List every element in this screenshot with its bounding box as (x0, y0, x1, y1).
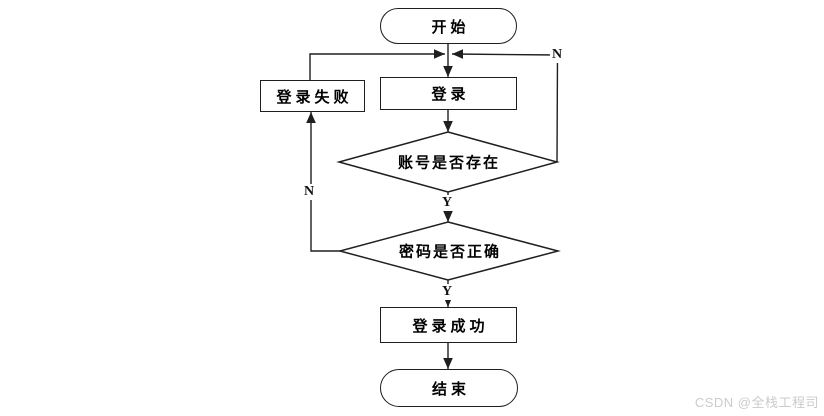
branch-label-account-yes: Y (439, 195, 455, 211)
edge-fail-rejoin (309, 49, 445, 80)
branch-label-password-no: N (301, 184, 317, 200)
csdn-watermark: CSDN @全栈工程司 (694, 395, 819, 410)
branch-label-account-no: N (549, 47, 565, 63)
branch-label-password-yes: Y (439, 284, 455, 300)
edge-password-no (306, 112, 340, 252)
node-check-password-label: 密码是否正确 (398, 244, 502, 261)
node-login: 登录 (380, 77, 517, 110)
node-end: 结束 (380, 369, 518, 407)
node-check-account-diamond (336, 131, 560, 193)
node-start: 开始 (380, 8, 517, 44)
node-login-fail: 登录失败 (260, 80, 365, 112)
node-login-success: 登录成功 (380, 307, 517, 343)
node-check-password-diamond (337, 221, 561, 281)
node-check-account-label: 账号是否存在 (397, 155, 501, 172)
